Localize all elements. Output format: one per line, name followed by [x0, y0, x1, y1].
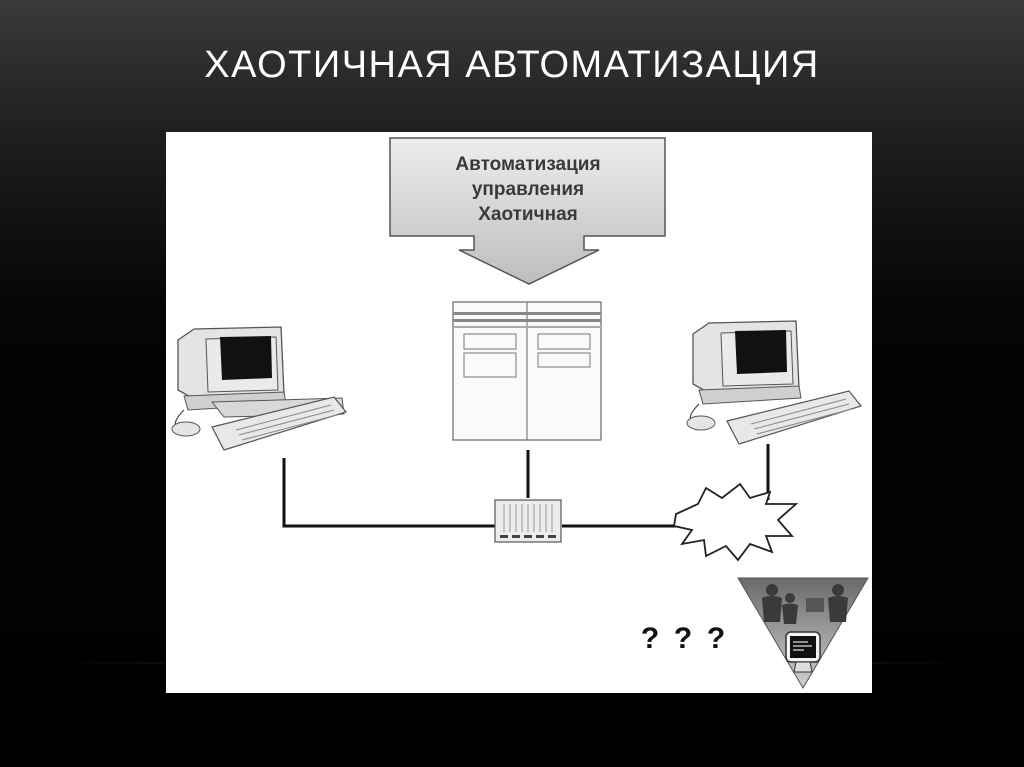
diagram-frame: Автоматизация управления Хаотичная — [166, 132, 872, 693]
diagram-canvas: Автоматизация управления Хаотичная — [171, 137, 869, 689]
question-marks: ? ? ? — [641, 622, 725, 655]
left-computer-icon — [171, 326, 348, 451]
connection-break-burst-icon — [672, 482, 799, 562]
question-mark-3: ? — [707, 622, 725, 655]
server-document-icon — [452, 301, 602, 441]
question-mark-1: ? — [641, 622, 659, 655]
users-triangle-icon — [737, 577, 869, 689]
slide-title: Хаотичная автоматизация — [204, 44, 820, 86]
right-computer-icon — [686, 320, 863, 445]
callout-line-1: Автоматизация — [455, 154, 600, 175]
terminal-monitor-icon — [785, 631, 821, 673]
network-lines — [282, 444, 770, 528]
network-hub-icon — [494, 499, 562, 543]
people-silhouettes-icon — [762, 584, 848, 624]
callout-line-2: управления — [472, 179, 584, 200]
question-mark-2: ? — [674, 622, 692, 655]
callout-arrow-box: Автоматизация управления Хаотичная — [389, 137, 666, 285]
callout-line-3: Хаотичная — [478, 204, 578, 225]
